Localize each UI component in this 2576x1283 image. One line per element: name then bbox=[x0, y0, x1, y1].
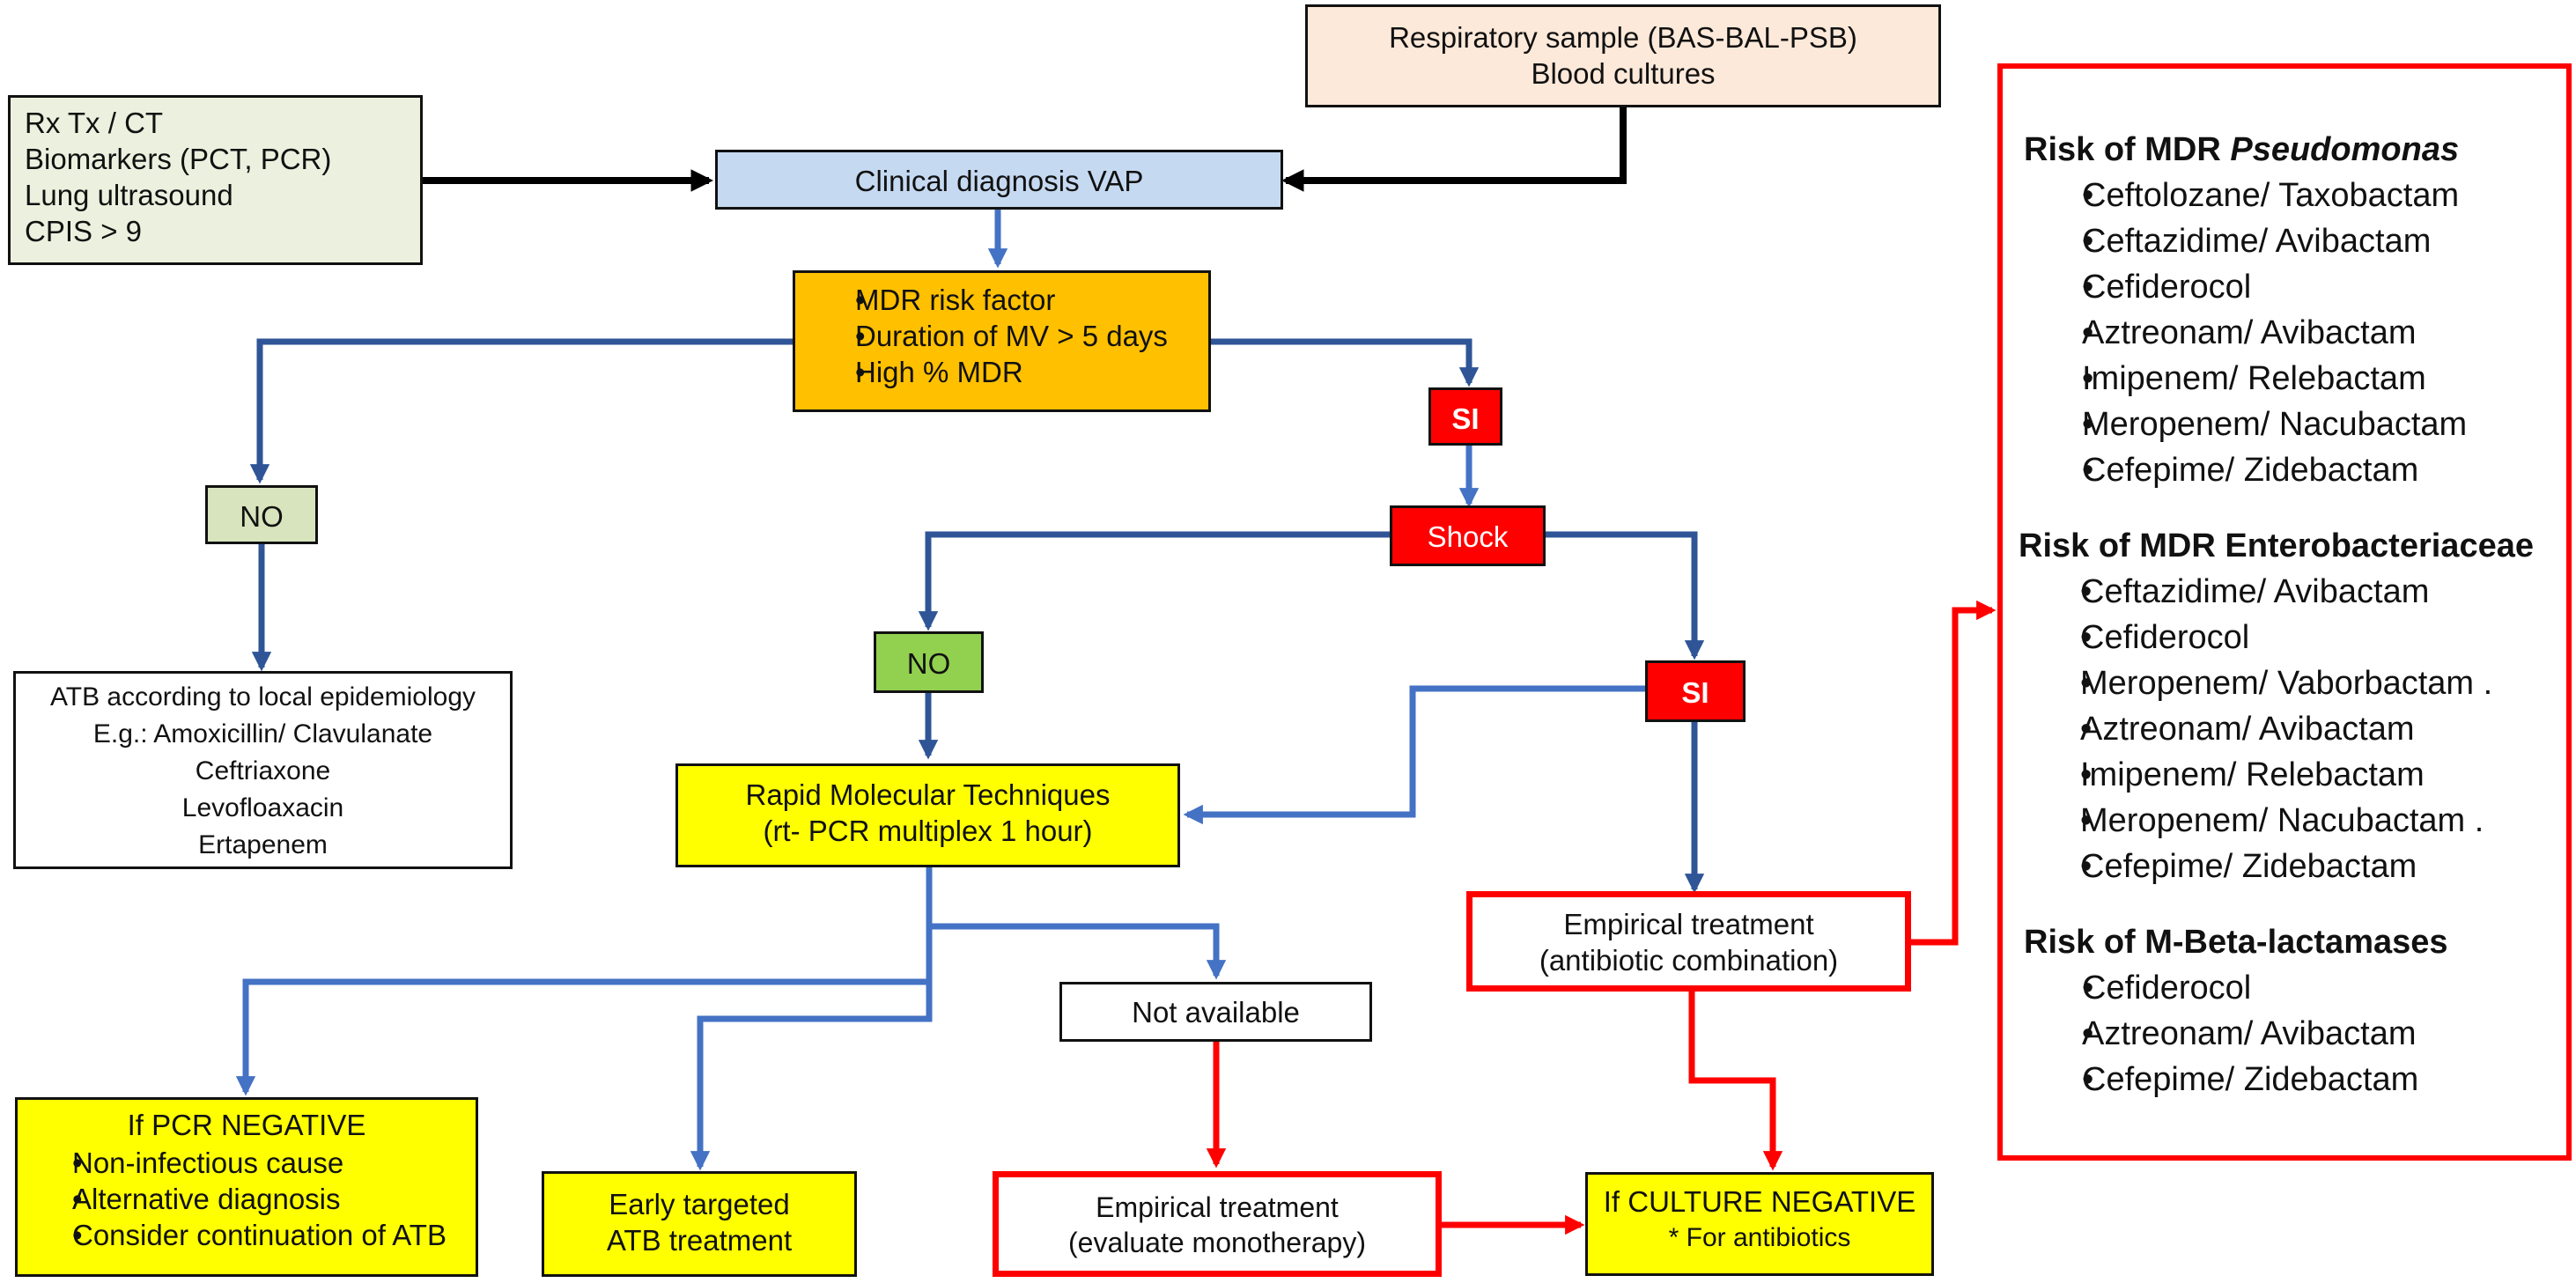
arrow-combo-to-culture bbox=[1688, 992, 1783, 1171]
shock-label: Shock bbox=[1427, 520, 1509, 553]
empirical-combo-line: Empirical treatment bbox=[1563, 908, 1814, 940]
mbl-item: Cefiderocol bbox=[2024, 965, 2566, 1011]
mbl-list: Cefiderocol Aztreonam/ Avibactam Cefepim… bbox=[2024, 965, 2566, 1102]
risk-panel: Risk of MDR Pseudomonas Ceftolozane/ Tax… bbox=[1997, 63, 2572, 1161]
mdr-factors-list: MDR risk factor Duration of MV > 5 days … bbox=[829, 282, 1199, 390]
pcr-negative-item: Non-infectious cause bbox=[44, 1145, 467, 1181]
enterobacteriaceae-item: Meropenem/ Nacubactam . bbox=[2019, 798, 2566, 844]
pcr-negative-box: If PCR NEGATIVE Non-infectious cause Alt… bbox=[15, 1097, 478, 1277]
si-top-box: SI bbox=[1428, 387, 1502, 446]
atb-local-line: E.g.: Amoxicillin/ Clavulanate bbox=[92, 719, 433, 748]
enterobacteriaceae-item: Meropenem/ Vaborbactam . bbox=[2019, 660, 2566, 706]
mdr-factor-item: High % MDR bbox=[829, 354, 1199, 390]
enterobacteriaceae-item: Aztreonam/ Avibactam bbox=[2019, 706, 2566, 752]
enterobacteriaceae-item: Cefepime/ Zidebactam bbox=[2019, 844, 2566, 889]
no-left-box: NO bbox=[205, 485, 318, 544]
samples-line: Respiratory sample (BAS-BAL-PSB) bbox=[1389, 21, 1857, 54]
early-targeted-line: ATB treatment bbox=[606, 1224, 793, 1257]
pcr-negative-list: Non-infectious cause Alternative diagnos… bbox=[44, 1145, 467, 1253]
pcr-negative-title: If PCR NEGATIVE bbox=[127, 1109, 366, 1141]
empirical-combo-box: Empirical treatment (antibiotic combinat… bbox=[1466, 891, 1911, 992]
arrow-mdr-to-no-left bbox=[249, 338, 793, 484]
arrow-combo-to-risk-panel bbox=[1911, 600, 1997, 946]
diagnostics-line: Rx Tx / CT bbox=[25, 107, 164, 139]
empirical-mono-line: Empirical treatment bbox=[1096, 1191, 1339, 1223]
atb-local-line: Ertapenem bbox=[198, 830, 328, 859]
enterobacteriaceae-item: Cefiderocol bbox=[2019, 615, 2566, 660]
diagnostics-line: CPIS > 9 bbox=[25, 215, 142, 247]
early-targeted-box: Early targeted ATB treatment bbox=[542, 1171, 857, 1277]
pseudomonas-item: Meropenem/ Nacubactam bbox=[2024, 402, 2566, 447]
arrow-shock-to-si-right bbox=[1546, 531, 1705, 660]
clinical-diagnosis-box: Clinical diagnosis VAP bbox=[715, 150, 1283, 210]
pseudomonas-item: Imipenem/ Relebactam bbox=[2024, 356, 2566, 402]
pseudomonas-item: Ceftazidime/ Avibactam bbox=[2024, 218, 2566, 264]
early-targeted-line: Early targeted bbox=[609, 1188, 790, 1220]
atb-local-line: ATB according to local epidemiology bbox=[49, 682, 476, 712]
not-available-box: Not available bbox=[1059, 982, 1372, 1042]
diagnostics-box: Rx Tx / CT Biomarkers (PCT, PCR) Lung ul… bbox=[8, 95, 423, 265]
pcr-negative-item: Consider continuation of ATB bbox=[44, 1217, 467, 1253]
arrow-mdr-to-si bbox=[1211, 338, 1480, 387]
atb-local-line: Ceftriaxone bbox=[195, 756, 331, 785]
mdr-factor-item: Duration of MV > 5 days bbox=[829, 318, 1199, 354]
culture-negative-note: * For antibiotics bbox=[1668, 1223, 1851, 1252]
no-left-label: NO bbox=[240, 500, 284, 533]
pseudomonas-title: Risk of MDR Pseudomonas bbox=[2024, 127, 2566, 173]
pcr-negative-item: Alternative diagnosis bbox=[44, 1181, 467, 1217]
arrow-rapid-to-early-targeted bbox=[690, 982, 933, 1171]
pseudomonas-item: Cefiderocol bbox=[2024, 264, 2566, 310]
empirical-combo-line: (antibiotic combination) bbox=[1539, 944, 1839, 977]
mdr-factors-box: MDR risk factor Duration of MV > 5 days … bbox=[793, 270, 1211, 412]
pseudomonas-title-prefix: Risk of MDR bbox=[2024, 131, 2231, 168]
mbl-section: Risk of M-Beta-lactamases Cefiderocol Az… bbox=[2003, 919, 2566, 1102]
pseudomonas-list: Ceftolozane/ Taxobactam Ceftazidime/ Avi… bbox=[2024, 173, 2566, 493]
culture-negative-title: If CULTURE NEGATIVE bbox=[1603, 1185, 1916, 1218]
atb-local-line: Levofloaxacin bbox=[181, 793, 344, 822]
diagnostics-line: Biomarkers (PCT, PCR) bbox=[25, 143, 332, 175]
arrow-rapid-to-not-available bbox=[929, 923, 1227, 980]
enterobacteriaceae-title: Risk of MDR Enterobacteriaceae bbox=[2019, 527, 2534, 564]
pseudomonas-title-italic: Pseudomonas bbox=[2230, 131, 2460, 168]
enterobacteriaceae-item: Imipenem/ Relebactam bbox=[2019, 752, 2566, 798]
pseudomonas-item: Cefepime/ Zidebactam bbox=[2024, 447, 2566, 493]
mdr-factor-item: MDR risk factor bbox=[829, 282, 1199, 318]
diagnostics-line: Lung ultrasound bbox=[25, 179, 233, 211]
mbl-title: Risk of M-Beta-lactamases bbox=[2024, 924, 2448, 961]
enterobacteriaceae-section: Risk of MDR Enterobacteriaceae Ceftazidi… bbox=[2003, 523, 2566, 889]
culture-negative-box: If CULTURE NEGATIVE * For antibiotics bbox=[1585, 1172, 1934, 1276]
pseudomonas-item: Ceftolozane/ Taxobactam bbox=[2024, 173, 2566, 218]
mbl-item: Aztreonam/ Avibactam bbox=[2024, 1011, 2566, 1057]
rapid-molecular-line: (rt- PCR multiplex 1 hour) bbox=[763, 815, 1093, 847]
pseudomonas-item: Aztreonam/ Avibactam bbox=[2024, 310, 2566, 356]
enterobacteriaceae-item: Ceftazidime/ Avibactam bbox=[2019, 569, 2566, 615]
no-mid-box: NO bbox=[874, 631, 984, 693]
pseudomonas-section: Risk of MDR Pseudomonas Ceftolozane/ Tax… bbox=[2003, 127, 2566, 493]
mbl-item: Cefepime/ Zidebactam bbox=[2024, 1057, 2566, 1102]
atb-local-box: ATB according to local epidemiology E.g.… bbox=[13, 671, 513, 869]
rapid-molecular-box: Rapid Molecular Techniques (rt- PCR mult… bbox=[675, 763, 1180, 867]
shock-box: Shock bbox=[1390, 505, 1546, 566]
arrow-rapid-to-pcr-negative bbox=[235, 867, 933, 1096]
clinical-diagnosis-label: Clinical diagnosis VAP bbox=[854, 165, 1144, 197]
samples-line: Blood cultures bbox=[1531, 57, 1716, 90]
empirical-mono-box: Empirical treatment (evaluate monotherap… bbox=[993, 1171, 1442, 1277]
si-top-label: SI bbox=[1451, 402, 1480, 435]
rapid-molecular-line: Rapid Molecular Techniques bbox=[745, 778, 1111, 811]
no-mid-label: NO bbox=[906, 647, 951, 680]
samples-box: Respiratory sample (BAS-BAL-PSB) Blood c… bbox=[1305, 4, 1941, 107]
arrow-shock-to-no-mid bbox=[918, 531, 1390, 631]
empirical-mono-line: (evaluate monotherapy) bbox=[1068, 1227, 1366, 1258]
si-right-label: SI bbox=[1681, 676, 1709, 709]
arrow-si-right-to-rapid bbox=[1183, 685, 1645, 825]
si-right-box: SI bbox=[1645, 660, 1746, 722]
arrow-samples-to-vap bbox=[1281, 107, 1627, 192]
enterobacteriaceae-list: Ceftazidime/ Avibactam Cefiderocol Merop… bbox=[2019, 569, 2566, 889]
not-available-label: Not available bbox=[1132, 996, 1300, 1029]
